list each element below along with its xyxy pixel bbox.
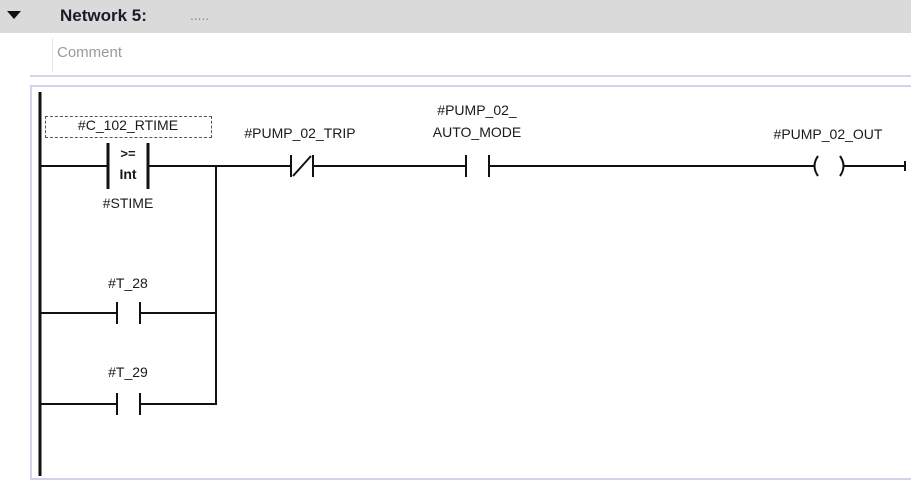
comment-placeholder: Comment <box>57 44 123 61</box>
no-contact-t28[interactable] <box>116 302 141 324</box>
compare-type: Int <box>119 166 137 182</box>
network-header[interactable]: Network 5: ..... <box>0 0 911 33</box>
comment-field[interactable]: Comment <box>52 38 911 72</box>
trip-contact-label[interactable]: #PUMP_02_TRIP <box>244 125 356 141</box>
coil-label[interactable]: #PUMP_02_OUT <box>773 126 883 142</box>
t29-contact-label[interactable]: #T_29 <box>108 364 148 380</box>
no-contact-auto-mode[interactable] <box>465 155 490 177</box>
network-title-input[interactable]: ..... <box>190 9 210 23</box>
no-contact-t29[interactable] <box>116 393 141 415</box>
ladder-network-area[interactable] <box>30 85 911 480</box>
compare-operand1-box[interactable] <box>45 116 212 138</box>
t28-contact-label[interactable]: #T_28 <box>108 275 148 291</box>
auto-contact-label-2[interactable]: AUTO_MODE <box>432 124 522 140</box>
compare-operand1[interactable]: #C_102_RTIME <box>77 117 179 133</box>
nc-contact-pump-trip[interactable] <box>290 155 314 177</box>
compare-operand2[interactable]: #STIME <box>102 195 154 211</box>
compare-operator: >= <box>120 146 136 161</box>
separator <box>30 75 911 77</box>
network-title: Network 5: <box>60 6 147 25</box>
coil-pump-out[interactable] <box>813 155 845 177</box>
auto-contact-label-1[interactable]: #PUMP_02_ <box>437 102 517 118</box>
collapse-triangle-icon[interactable] <box>7 11 21 19</box>
